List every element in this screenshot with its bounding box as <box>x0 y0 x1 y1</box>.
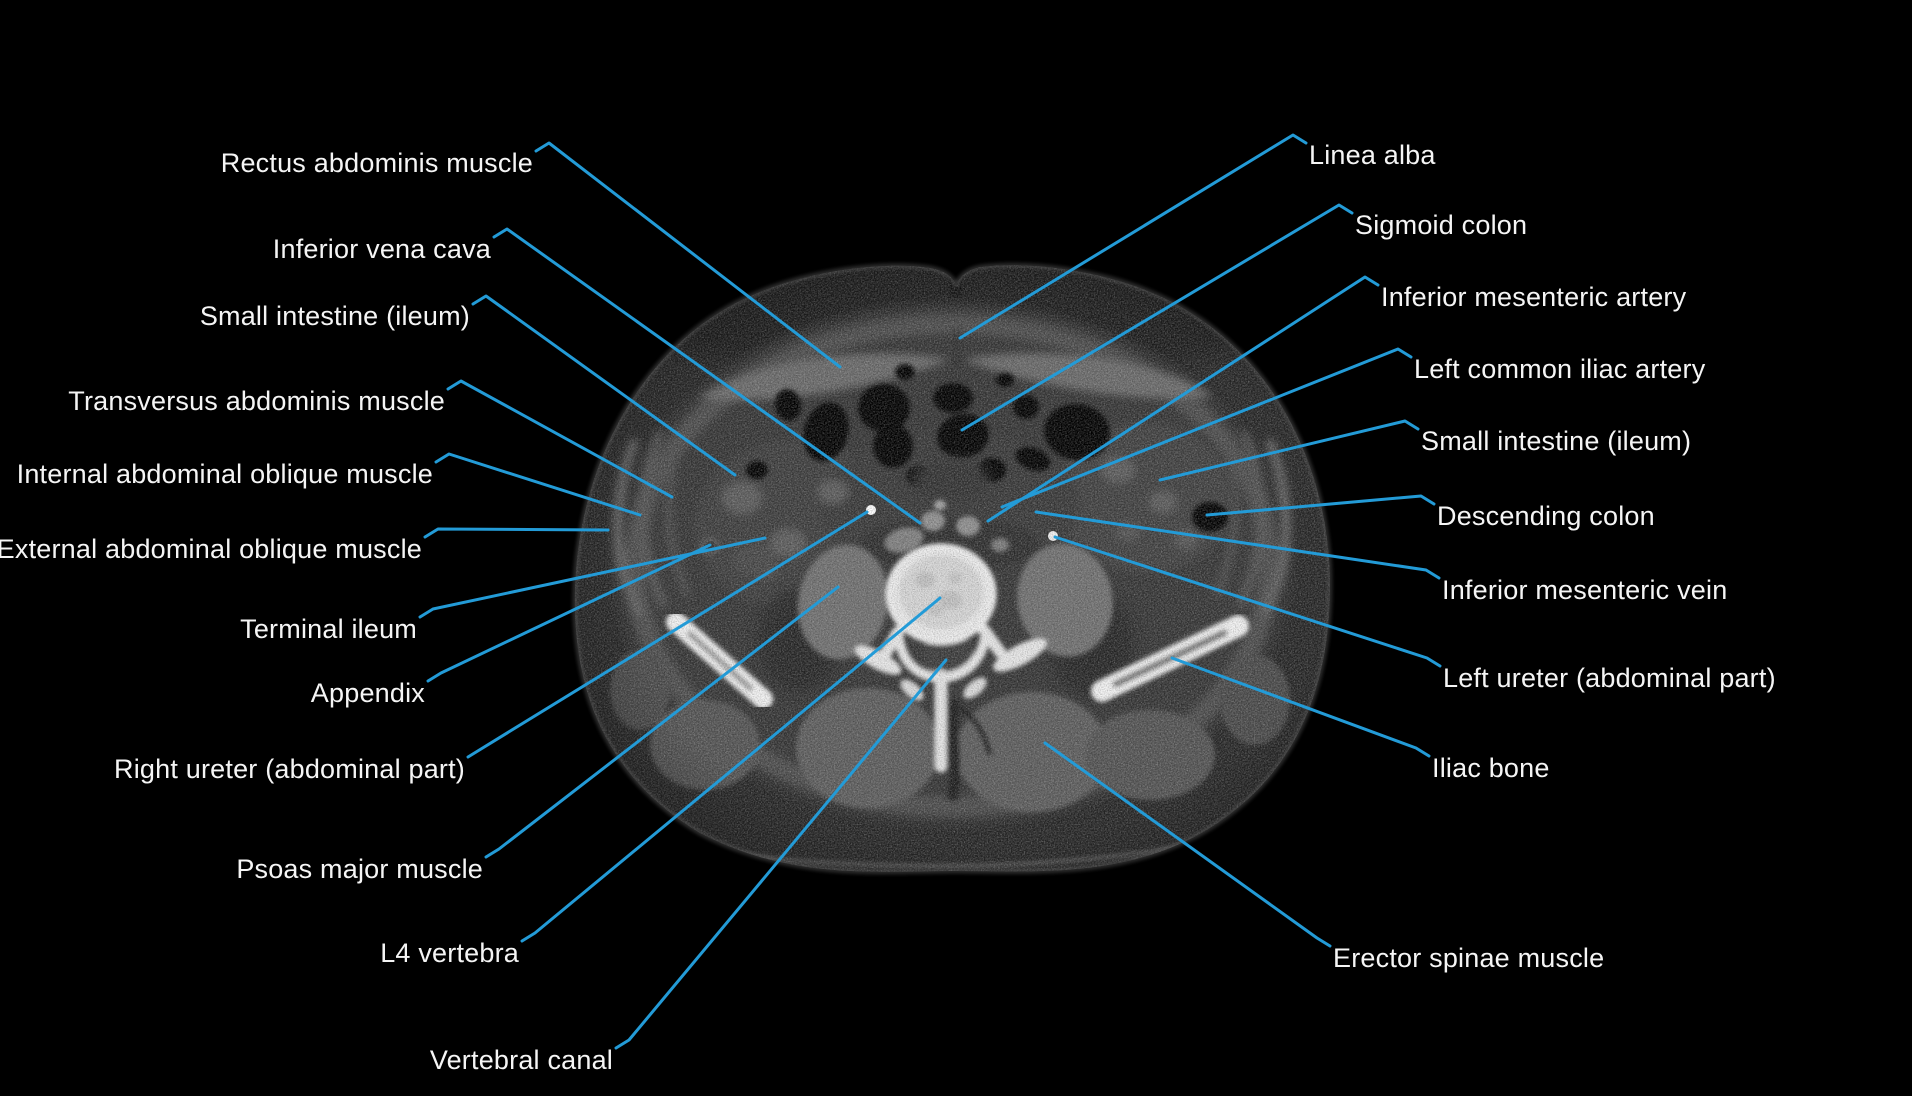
label-linea-alba[interactable]: Linea alba <box>1309 140 1436 170</box>
label-iliac-bone[interactable]: Iliac bone <box>1432 753 1550 783</box>
label-terminal-ileum[interactable]: Terminal ileum <box>240 614 417 644</box>
label-transversus-abdominis-muscle[interactable]: Transversus abdominis muscle <box>68 386 445 416</box>
label-left-ureter-abdominal-part[interactable]: Left ureter (abdominal part) <box>1443 663 1776 693</box>
label-sigmoid-colon[interactable]: Sigmoid colon <box>1355 210 1528 240</box>
label-rectus-abdominis-muscle[interactable]: Rectus abdominis muscle <box>220 148 533 178</box>
label-erector-spinae-muscle[interactable]: Erector spinae muscle <box>1333 943 1605 973</box>
label-inferior-mesenteric-artery[interactable]: Inferior mesenteric artery <box>1381 282 1687 312</box>
label-external-abdominal-oblique-muscle[interactable]: External abdominal oblique muscle <box>0 534 422 564</box>
label-small-intestine-ileum[interactable]: Small intestine (ileum) <box>1421 426 1692 456</box>
label-internal-abdominal-oblique-muscle[interactable]: Internal abdominal oblique muscle <box>16 459 433 489</box>
label-descending-colon[interactable]: Descending colon <box>1437 501 1655 531</box>
label-l4-vertebra[interactable]: L4 vertebra <box>380 938 519 968</box>
label-left-common-iliac-artery[interactable]: Left common iliac artery <box>1414 354 1706 384</box>
label-inferior-mesenteric-vein[interactable]: Inferior mesenteric vein <box>1442 575 1728 605</box>
label-appendix[interactable]: Appendix <box>310 678 425 708</box>
label-small-intestine-ileum[interactable]: Small intestine (ileum) <box>199 301 470 331</box>
label-inferior-vena-cava[interactable]: Inferior vena cava <box>272 234 491 264</box>
label-vertebral-canal[interactable]: Vertebral canal <box>429 1045 613 1075</box>
label-right-ureter-abdominal-part[interactable]: Right ureter (abdominal part) <box>114 754 465 784</box>
label-psoas-major-muscle[interactable]: Psoas major muscle <box>236 854 483 884</box>
